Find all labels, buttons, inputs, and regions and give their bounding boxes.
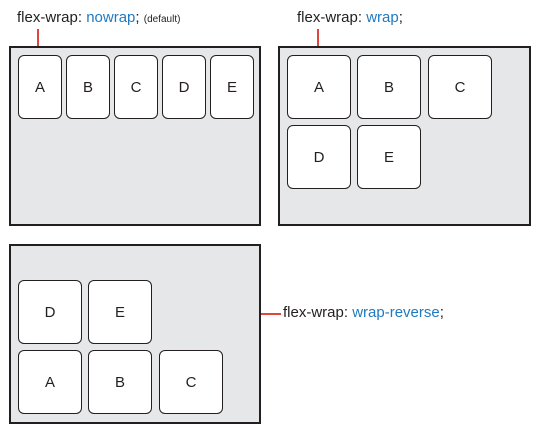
item-c: C [428, 55, 492, 119]
item-d: D [287, 125, 351, 189]
item-e: E [88, 280, 152, 344]
label-nowrap-value: nowrap [86, 9, 136, 26]
item-b: B [66, 55, 110, 119]
container-wrap-reverse: D E A B C [9, 244, 261, 424]
label-nowrap-property: flex-wrap: [17, 9, 83, 26]
item-a: A [18, 55, 62, 119]
label-wrap-reverse-property: flex-wrap: [283, 304, 349, 321]
label-wrap: flex-wrap: wrap; [297, 9, 403, 27]
pointer-wrap-reverse [261, 313, 281, 315]
container-nowrap: A B C D E [9, 46, 261, 226]
item-b: B [88, 350, 152, 414]
label-wrap-value: wrap [366, 9, 399, 26]
label-nowrap-note: (default) [143, 14, 181, 25]
pointer-wrap [317, 29, 319, 47]
item-d: D [18, 280, 82, 344]
pointer-nowrap [37, 29, 39, 47]
label-wrap-property: flex-wrap: [297, 9, 363, 26]
label-nowrap: flex-wrap: nowrap; (default) [17, 9, 180, 29]
label-wrap-reverse-value: wrap-reverse [352, 304, 440, 321]
item-e: E [210, 55, 254, 119]
item-c: C [114, 55, 158, 119]
item-c: C [159, 350, 223, 414]
item-d: D [162, 55, 206, 119]
label-nowrap-suffix: ; [135, 9, 140, 26]
item-e: E [357, 125, 421, 189]
item-a: A [18, 350, 82, 414]
label-wrap-suffix: ; [398, 9, 403, 26]
label-wrap-reverse: flex-wrap: wrap-reverse; [283, 304, 444, 322]
item-a: A [287, 55, 351, 119]
container-wrap: A B C D E [278, 46, 531, 226]
label-wrap-reverse-suffix: ; [439, 304, 444, 321]
item-b: B [357, 55, 421, 119]
